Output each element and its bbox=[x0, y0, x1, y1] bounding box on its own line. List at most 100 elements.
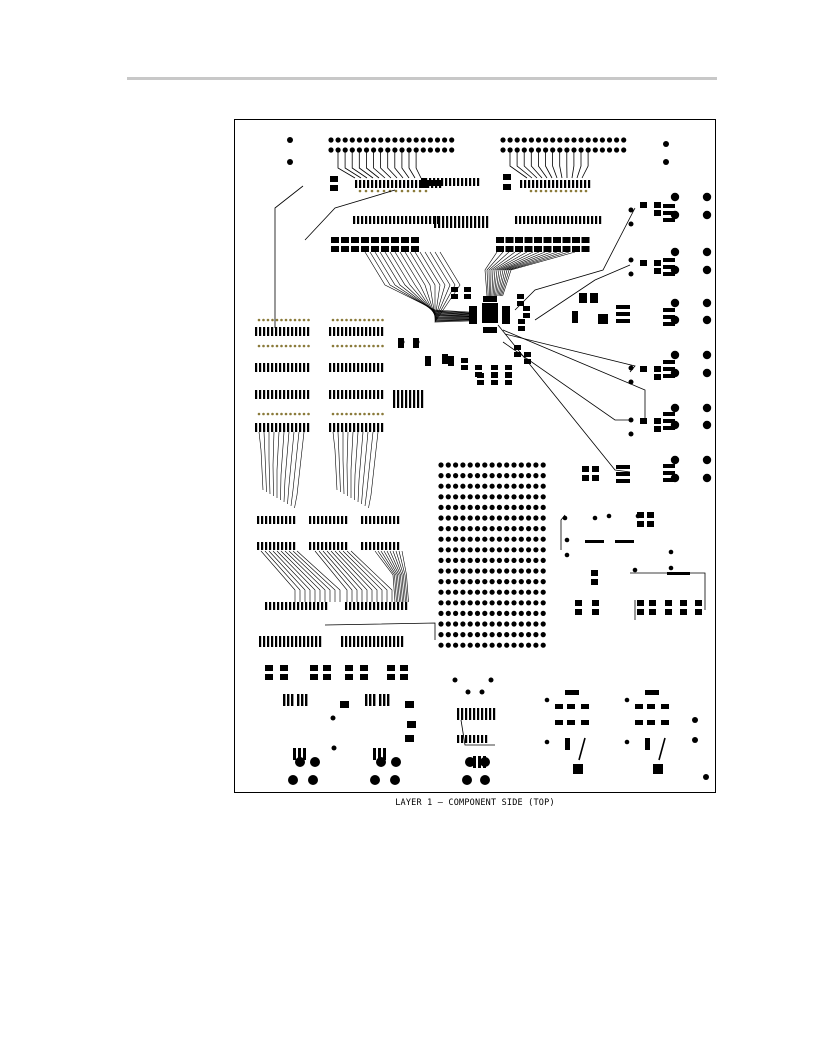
through-hole-pad bbox=[370, 775, 380, 785]
bga-ball bbox=[453, 462, 459, 468]
header-trace bbox=[394, 150, 404, 179]
bus-trace bbox=[484, 251, 498, 297]
pad bbox=[465, 689, 471, 695]
header-pin bbox=[427, 137, 433, 143]
ic-pin bbox=[527, 216, 530, 224]
ic-pin bbox=[477, 735, 480, 743]
smd-pad bbox=[543, 246, 552, 252]
ic-pin bbox=[389, 216, 392, 224]
smd-pad bbox=[341, 246, 349, 252]
bga-ball bbox=[489, 621, 495, 627]
trace bbox=[383, 550, 400, 603]
header-pin bbox=[420, 137, 426, 143]
header-pin bbox=[621, 147, 627, 153]
bga-ball bbox=[438, 462, 444, 468]
via bbox=[271, 344, 274, 348]
header-trace bbox=[401, 150, 410, 179]
ic-pin bbox=[365, 390, 368, 399]
smd-pad bbox=[616, 305, 630, 309]
via bbox=[418, 189, 422, 193]
trace bbox=[346, 550, 388, 602]
ic-pin bbox=[363, 180, 366, 188]
bus-trace bbox=[501, 251, 570, 297]
smd-pad bbox=[640, 260, 647, 266]
bga-ball bbox=[533, 642, 539, 648]
bga-ball bbox=[511, 610, 517, 616]
smd-pad bbox=[582, 466, 589, 472]
smd-pad bbox=[477, 380, 484, 385]
ic-pin bbox=[259, 423, 262, 432]
ic-pin bbox=[397, 602, 400, 610]
bga-ball bbox=[438, 473, 444, 479]
via bbox=[569, 189, 573, 193]
via bbox=[376, 412, 380, 416]
ic-pin bbox=[283, 423, 286, 432]
header-trace bbox=[351, 150, 368, 179]
ic-pin bbox=[473, 178, 476, 186]
ic-pin bbox=[345, 390, 348, 399]
bga-ball bbox=[445, 610, 451, 616]
bus-trace bbox=[488, 251, 510, 297]
header-trace bbox=[552, 150, 558, 179]
smd-pad bbox=[663, 322, 675, 326]
via bbox=[307, 318, 310, 322]
ic-pin bbox=[379, 180, 382, 188]
via bbox=[372, 344, 375, 348]
bga-ball bbox=[526, 473, 532, 479]
ic-pin bbox=[461, 735, 464, 743]
bga-ball bbox=[474, 621, 481, 627]
smd-pad bbox=[616, 319, 630, 323]
ic-pin bbox=[585, 540, 592, 543]
ic-pin bbox=[405, 602, 408, 610]
ic-pin bbox=[393, 542, 396, 550]
ic-pin bbox=[267, 390, 270, 399]
smd-pad bbox=[591, 570, 598, 576]
via bbox=[271, 318, 274, 322]
ic-pin bbox=[263, 327, 266, 336]
trace bbox=[280, 431, 285, 501]
header-pin bbox=[449, 137, 455, 143]
ic-pin bbox=[373, 327, 376, 336]
bga-ball bbox=[496, 515, 502, 521]
bga-ball bbox=[445, 504, 451, 510]
ic-pin bbox=[313, 542, 316, 550]
bga-ball bbox=[489, 504, 495, 510]
ic-pin bbox=[283, 390, 286, 399]
smd-pad bbox=[565, 690, 573, 695]
bga-ball bbox=[504, 473, 510, 479]
smd-pad bbox=[581, 720, 589, 725]
smd-pad bbox=[265, 665, 273, 671]
header-pin bbox=[500, 147, 506, 153]
ic-pin bbox=[295, 390, 298, 399]
smd-pad bbox=[496, 246, 504, 252]
smd-pad bbox=[518, 319, 525, 324]
bga-ball bbox=[474, 462, 481, 468]
via bbox=[289, 412, 292, 416]
bga-ball bbox=[467, 621, 473, 627]
bga-ball bbox=[453, 589, 459, 595]
via bbox=[367, 344, 371, 348]
ic-pin bbox=[361, 390, 364, 399]
via bbox=[376, 318, 380, 322]
ic-pin bbox=[481, 735, 484, 743]
smd-pad bbox=[555, 720, 563, 725]
bga-ball bbox=[438, 547, 444, 553]
ic-pin bbox=[365, 363, 368, 372]
bga-ball bbox=[518, 515, 524, 521]
connector-pad bbox=[702, 315, 712, 325]
ic-pin bbox=[397, 216, 400, 224]
via bbox=[372, 318, 375, 322]
bga-ball bbox=[504, 536, 510, 542]
via bbox=[345, 412, 348, 416]
bga-ball bbox=[496, 632, 502, 638]
smd-pad bbox=[661, 720, 669, 725]
bga-ball bbox=[474, 504, 481, 510]
ic-pin bbox=[353, 216, 356, 224]
smd-pad bbox=[381, 246, 389, 252]
ic-pin bbox=[465, 708, 468, 720]
ic-pin bbox=[329, 363, 332, 372]
ic-pin bbox=[303, 327, 306, 336]
ic-pin bbox=[267, 636, 270, 647]
ic-pin bbox=[345, 636, 348, 647]
bga-ball bbox=[438, 494, 444, 500]
